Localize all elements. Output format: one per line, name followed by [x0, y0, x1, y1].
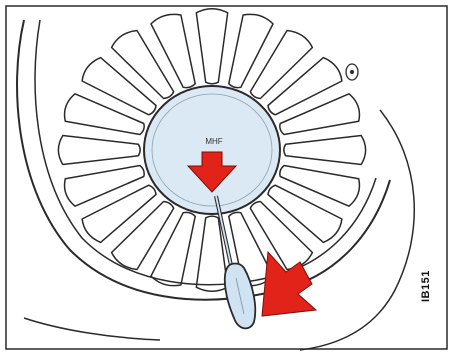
- spoke-slot: [112, 31, 174, 99]
- spoke-slot: [65, 166, 145, 207]
- spoke-slot: [58, 136, 140, 165]
- spoke-slot: [151, 212, 195, 285]
- spoke-slot: [229, 14, 273, 87]
- spoke-slot: [112, 202, 174, 270]
- hub-cap: [144, 86, 280, 214]
- spoke-slot: [196, 9, 227, 84]
- spoke-slot: [280, 166, 360, 207]
- spoke-slot: [82, 185, 156, 242]
- spoke-slot: [82, 58, 156, 115]
- spoke-slot: [151, 14, 195, 87]
- spoke-slot: [65, 94, 145, 135]
- tyre-arc: [300, 110, 414, 350]
- figure-reference-code: IB151: [420, 252, 434, 302]
- screwdriver-tool: [216, 196, 255, 328]
- spoke-slot: [284, 136, 366, 165]
- tyre-lower-arc: [24, 318, 160, 340]
- spoke-slot: [268, 185, 342, 242]
- spoke-slot: [250, 202, 312, 270]
- spoke-slot: [268, 58, 342, 115]
- spoke-slot: [250, 31, 312, 99]
- valve-icon: [346, 64, 358, 80]
- rim-arrow: [262, 252, 316, 316]
- spoke-slot: [280, 94, 360, 135]
- hub-label: MHF: [205, 137, 222, 146]
